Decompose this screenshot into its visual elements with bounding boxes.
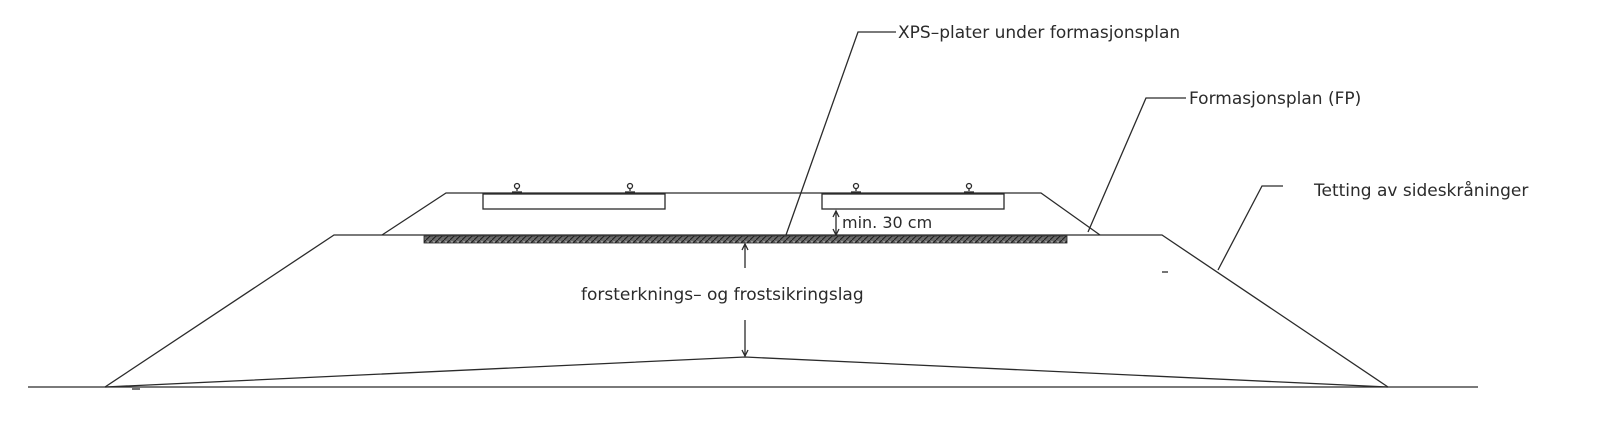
embankment-outline [104, 234, 1389, 388]
xps-leader-line [785, 31, 896, 236]
rail-icon [625, 182, 635, 193]
tetting-leader-line [1217, 185, 1283, 271]
rail-icon [851, 182, 861, 193]
track-bed-outline [381, 192, 1101, 236]
sleeper-left [482, 193, 666, 210]
layer-thickness-arrow-bottom [741, 320, 749, 358]
layer-thickness-arrow-top [741, 242, 749, 268]
sleeper-right [821, 193, 1005, 210]
layer-label: forsterknings– og frostsikringslag [581, 285, 864, 305]
fp-label: Formasjonsplan (FP) [1189, 89, 1361, 109]
xps-plates [423, 235, 1068, 244]
min-depth-dimension [832, 209, 840, 237]
fp-leader-line [1087, 97, 1186, 233]
rail-icon [964, 182, 974, 193]
xps-label: XPS–plater under formasjonsplan [898, 23, 1180, 43]
min-depth-label: min. 30 cm [842, 213, 932, 232]
subgrade-line [104, 356, 1389, 388]
tetting-label: Tetting av sideskråninger [1313, 180, 1528, 201]
rail-icon [512, 182, 522, 193]
